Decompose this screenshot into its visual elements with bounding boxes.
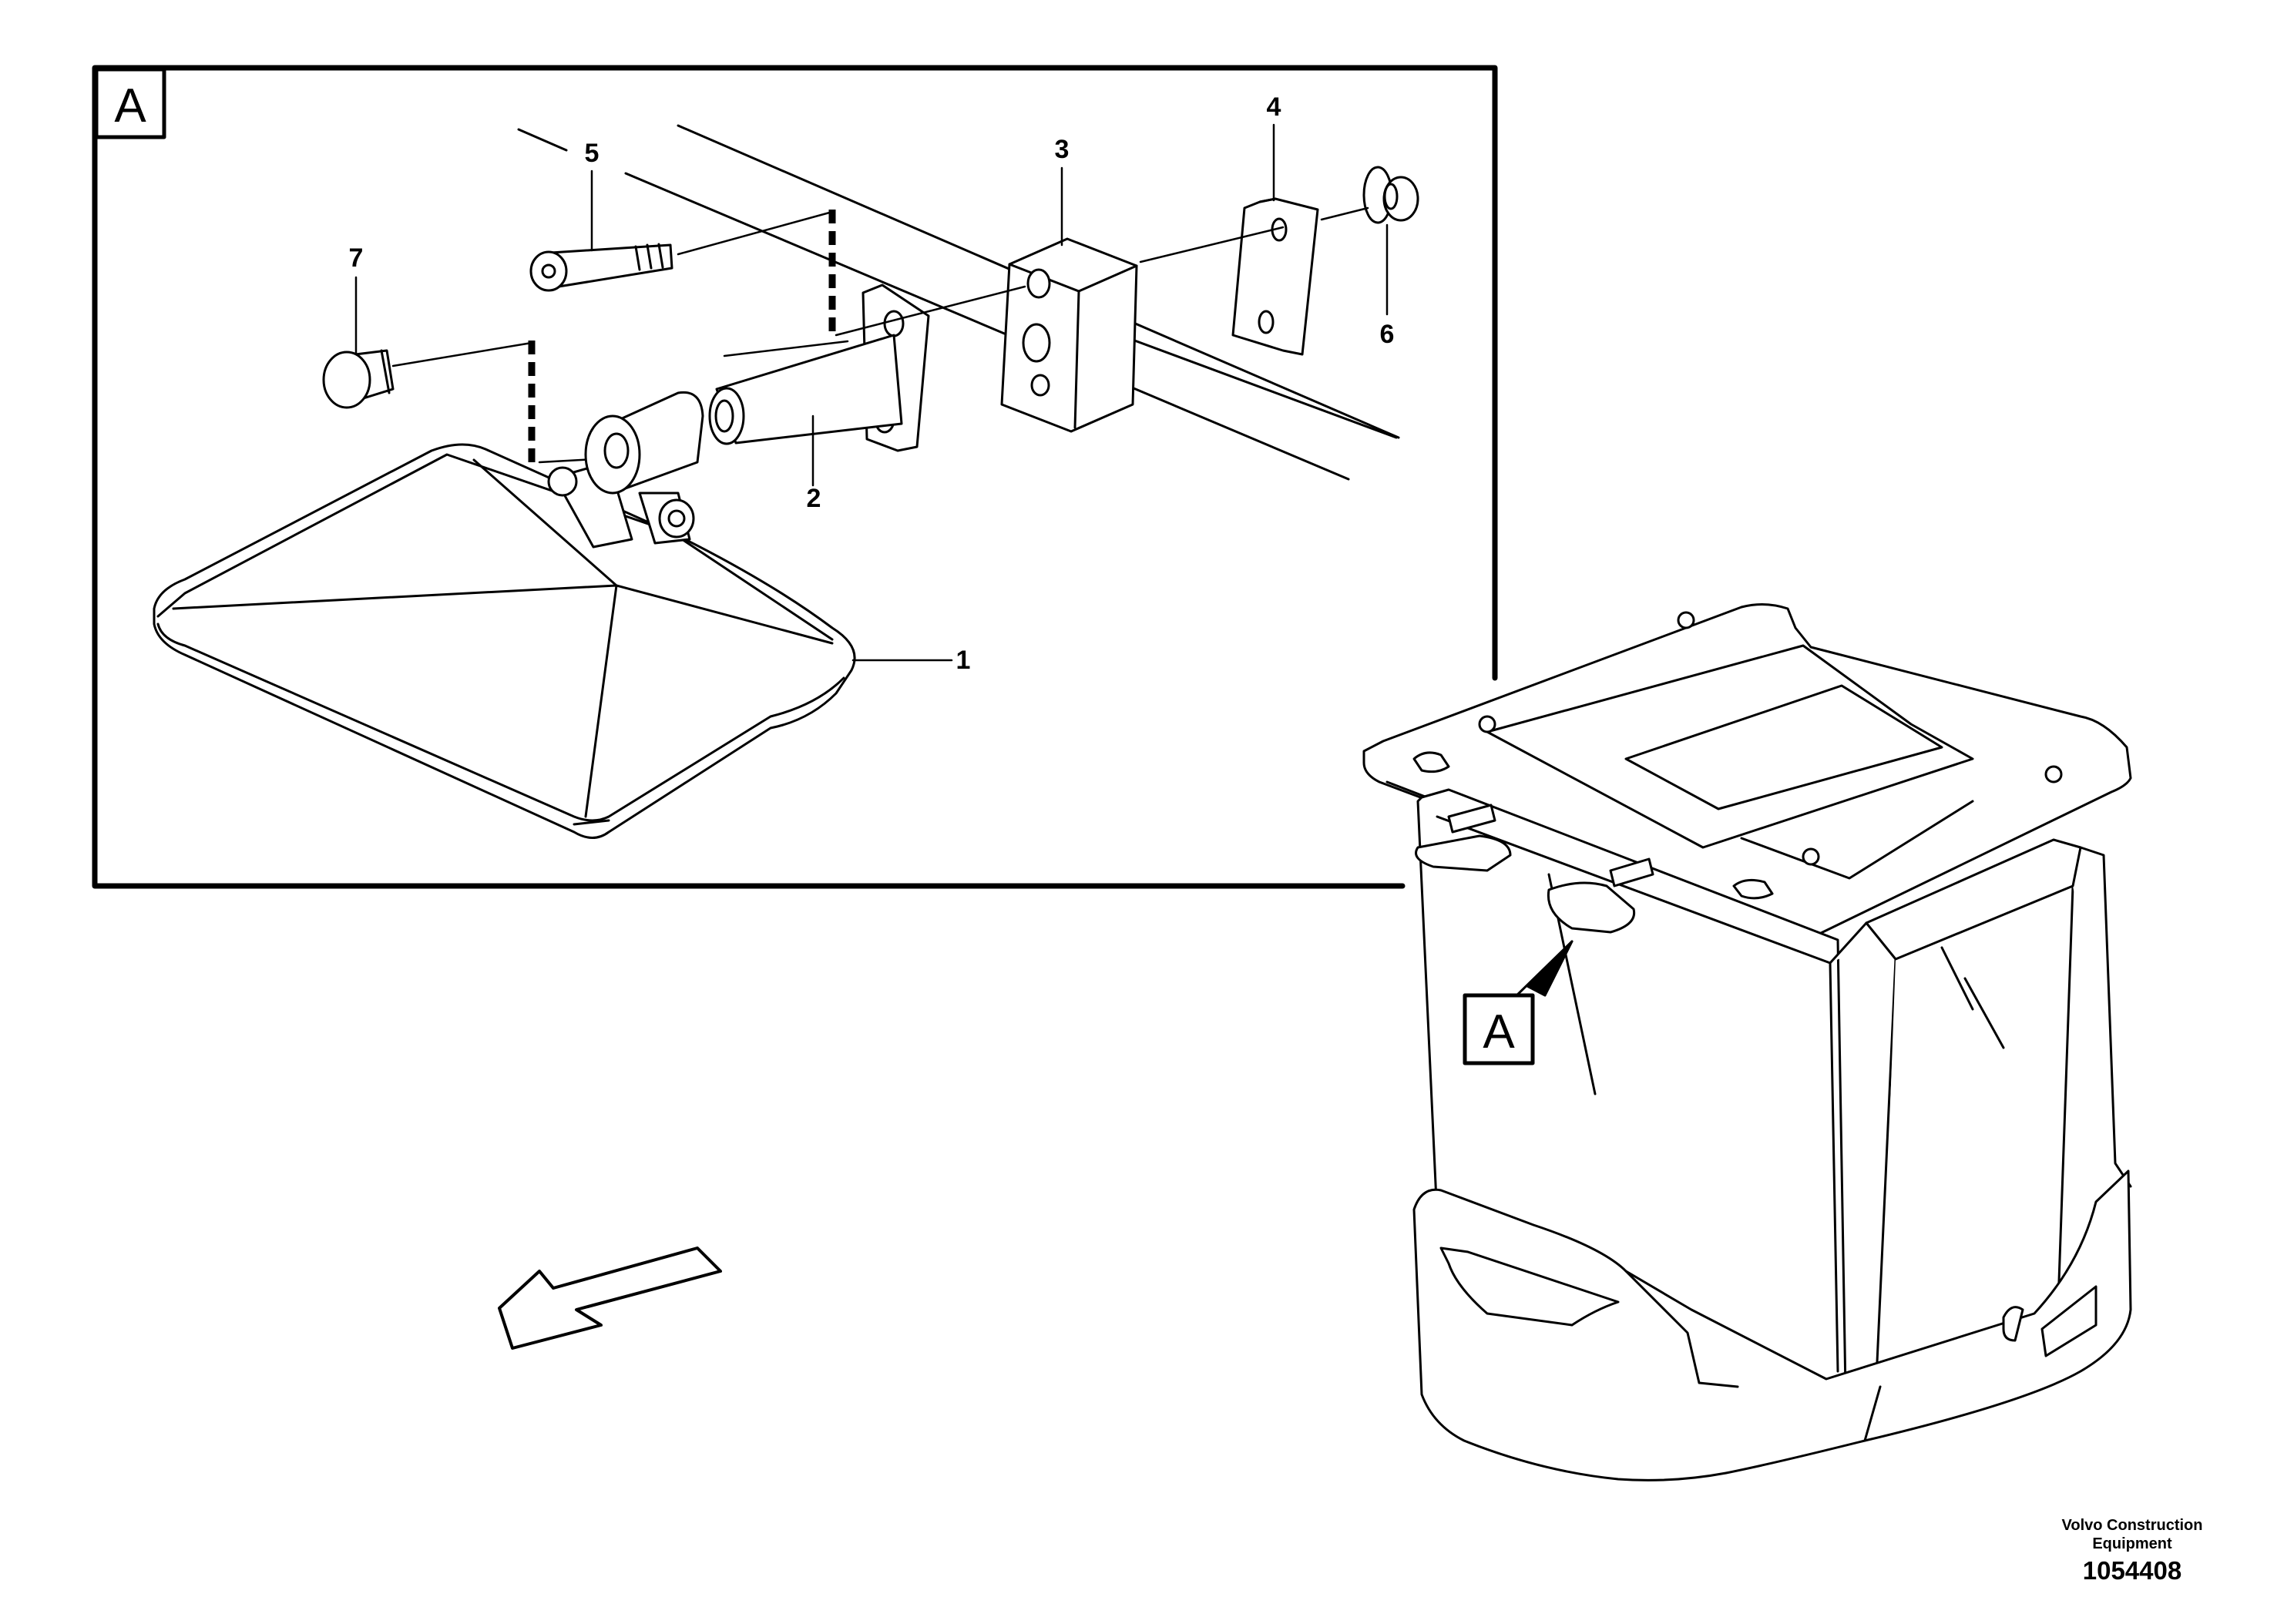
part-number-7: 7: [349, 243, 364, 273]
part-5-screw: [529, 243, 673, 292]
detail-frame-label: A: [114, 79, 146, 133]
detail-frame: [92, 65, 1498, 889]
part-number-4: 4: [1267, 92, 1281, 122]
front-direction-arrow: [498, 1247, 722, 1350]
part-1-mirror: [153, 391, 856, 839]
part-6-nut: [1362, 166, 1419, 224]
axis-line: [517, 128, 568, 152]
callout-leaders: [354, 123, 1389, 662]
part-2-bracket: [708, 284, 930, 452]
part-number-1: 1: [956, 646, 971, 675]
company-name: Volvo Construction Equipment: [2061, 1517, 2203, 1552]
part-number-3: 3: [1055, 135, 1070, 164]
part-number-6: 6: [1380, 320, 1395, 349]
cab-detail-label: A: [1483, 1005, 1515, 1059]
drawing-number: 1054408: [2082, 1556, 2182, 1585]
part-4-plate: [1231, 197, 1319, 356]
part-number-5: 5: [585, 139, 600, 168]
part-3-clamp: [1000, 237, 1138, 433]
part-number-2: 2: [807, 484, 821, 513]
part-7-plug: [322, 349, 395, 409]
cab-overview: [1362, 603, 2132, 1481]
footer: Volvo Construction Equipment 1054408: [2017, 1516, 2248, 1585]
